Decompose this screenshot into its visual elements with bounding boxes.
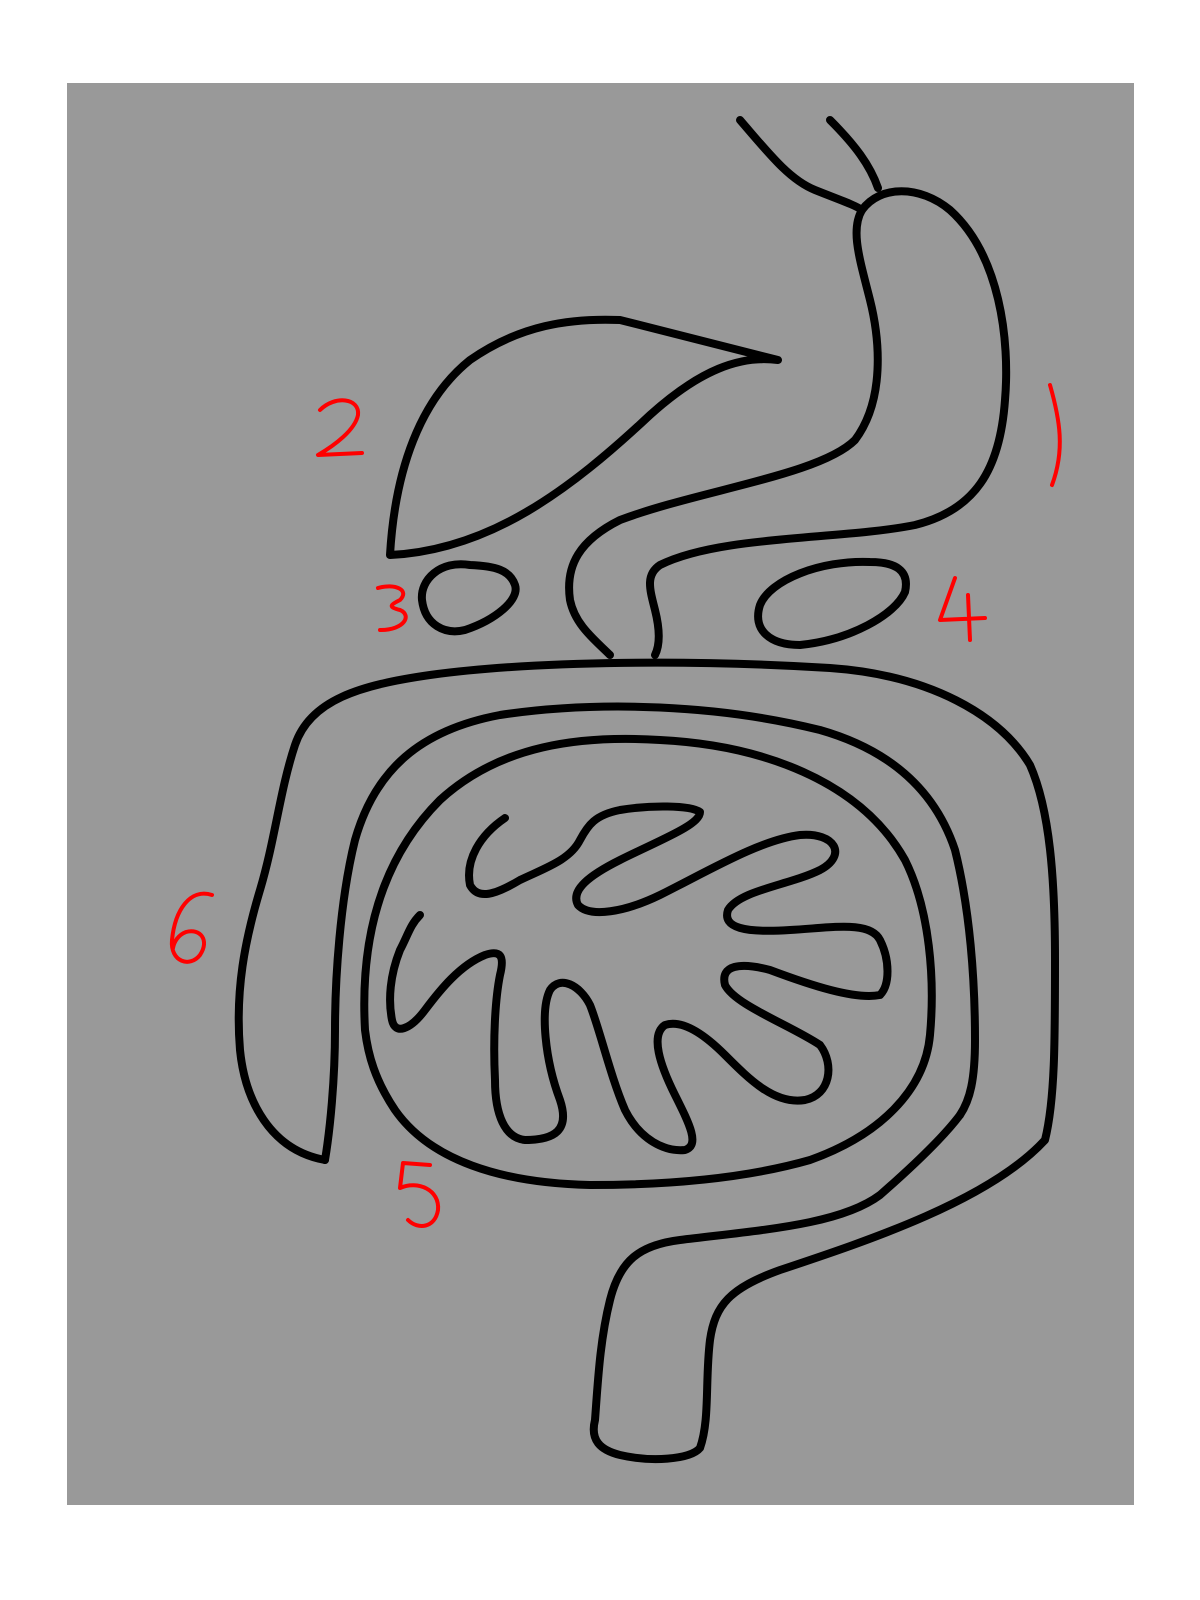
label-1-glyph [1048,383,1062,487]
small-intestine-coils [386,802,892,1155]
esophagus [736,116,882,214]
stomach [565,187,1011,659]
label-2-glyph [316,398,364,457]
small-intestine [360,734,936,1189]
gallbladder [417,560,520,636]
label-5-glyph [398,1161,441,1228]
label-6: 6 [0,0,1,1]
label-3-glyph [376,584,408,632]
label-4-glyph [938,576,987,642]
large-intestine [234,658,1059,1464]
label-6-glyph [169,891,214,964]
liver [386,315,782,559]
diagram-panel [67,83,1134,1505]
pancreas [754,557,910,649]
